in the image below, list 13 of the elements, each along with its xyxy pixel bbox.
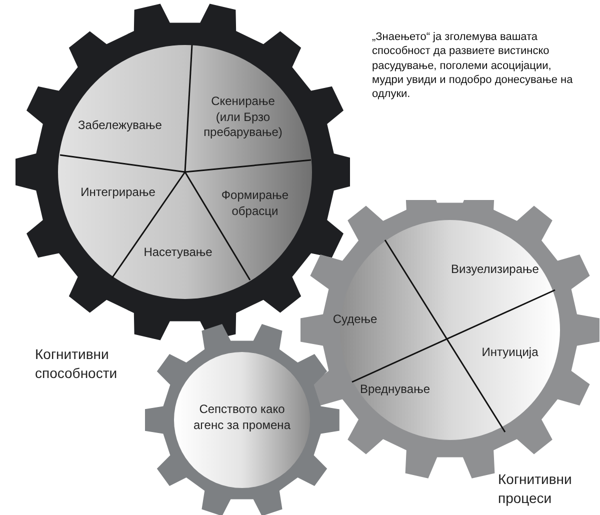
- segment-label: Судење: [320, 312, 390, 328]
- segment-label: Визуелизирање: [445, 262, 545, 278]
- segment-label: Скенирање (или Брзо пребарување): [198, 94, 288, 141]
- gear-heading: Когнитивни процеси: [498, 470, 573, 508]
- gear-heading: Когнитивни способности: [35, 345, 118, 383]
- segment-label: Забележување: [70, 118, 170, 134]
- segment-label: Формирање обрасци: [210, 188, 300, 220]
- segment-label: Вреднување: [350, 382, 440, 398]
- segment-label: Интегрирање: [68, 185, 168, 201]
- note-text: „Знаењето“ ја зголемува вашата способност да развиете вистинско расудување, поголеми асоцијации, мудри увиди и подобро донесување на одлуки.: [372, 30, 574, 102]
- segment-label: Интуиција: [470, 345, 550, 361]
- segment-label: Насетување: [133, 245, 223, 261]
- gear-label: Сепството како агенс за промена: [192, 402, 292, 434]
